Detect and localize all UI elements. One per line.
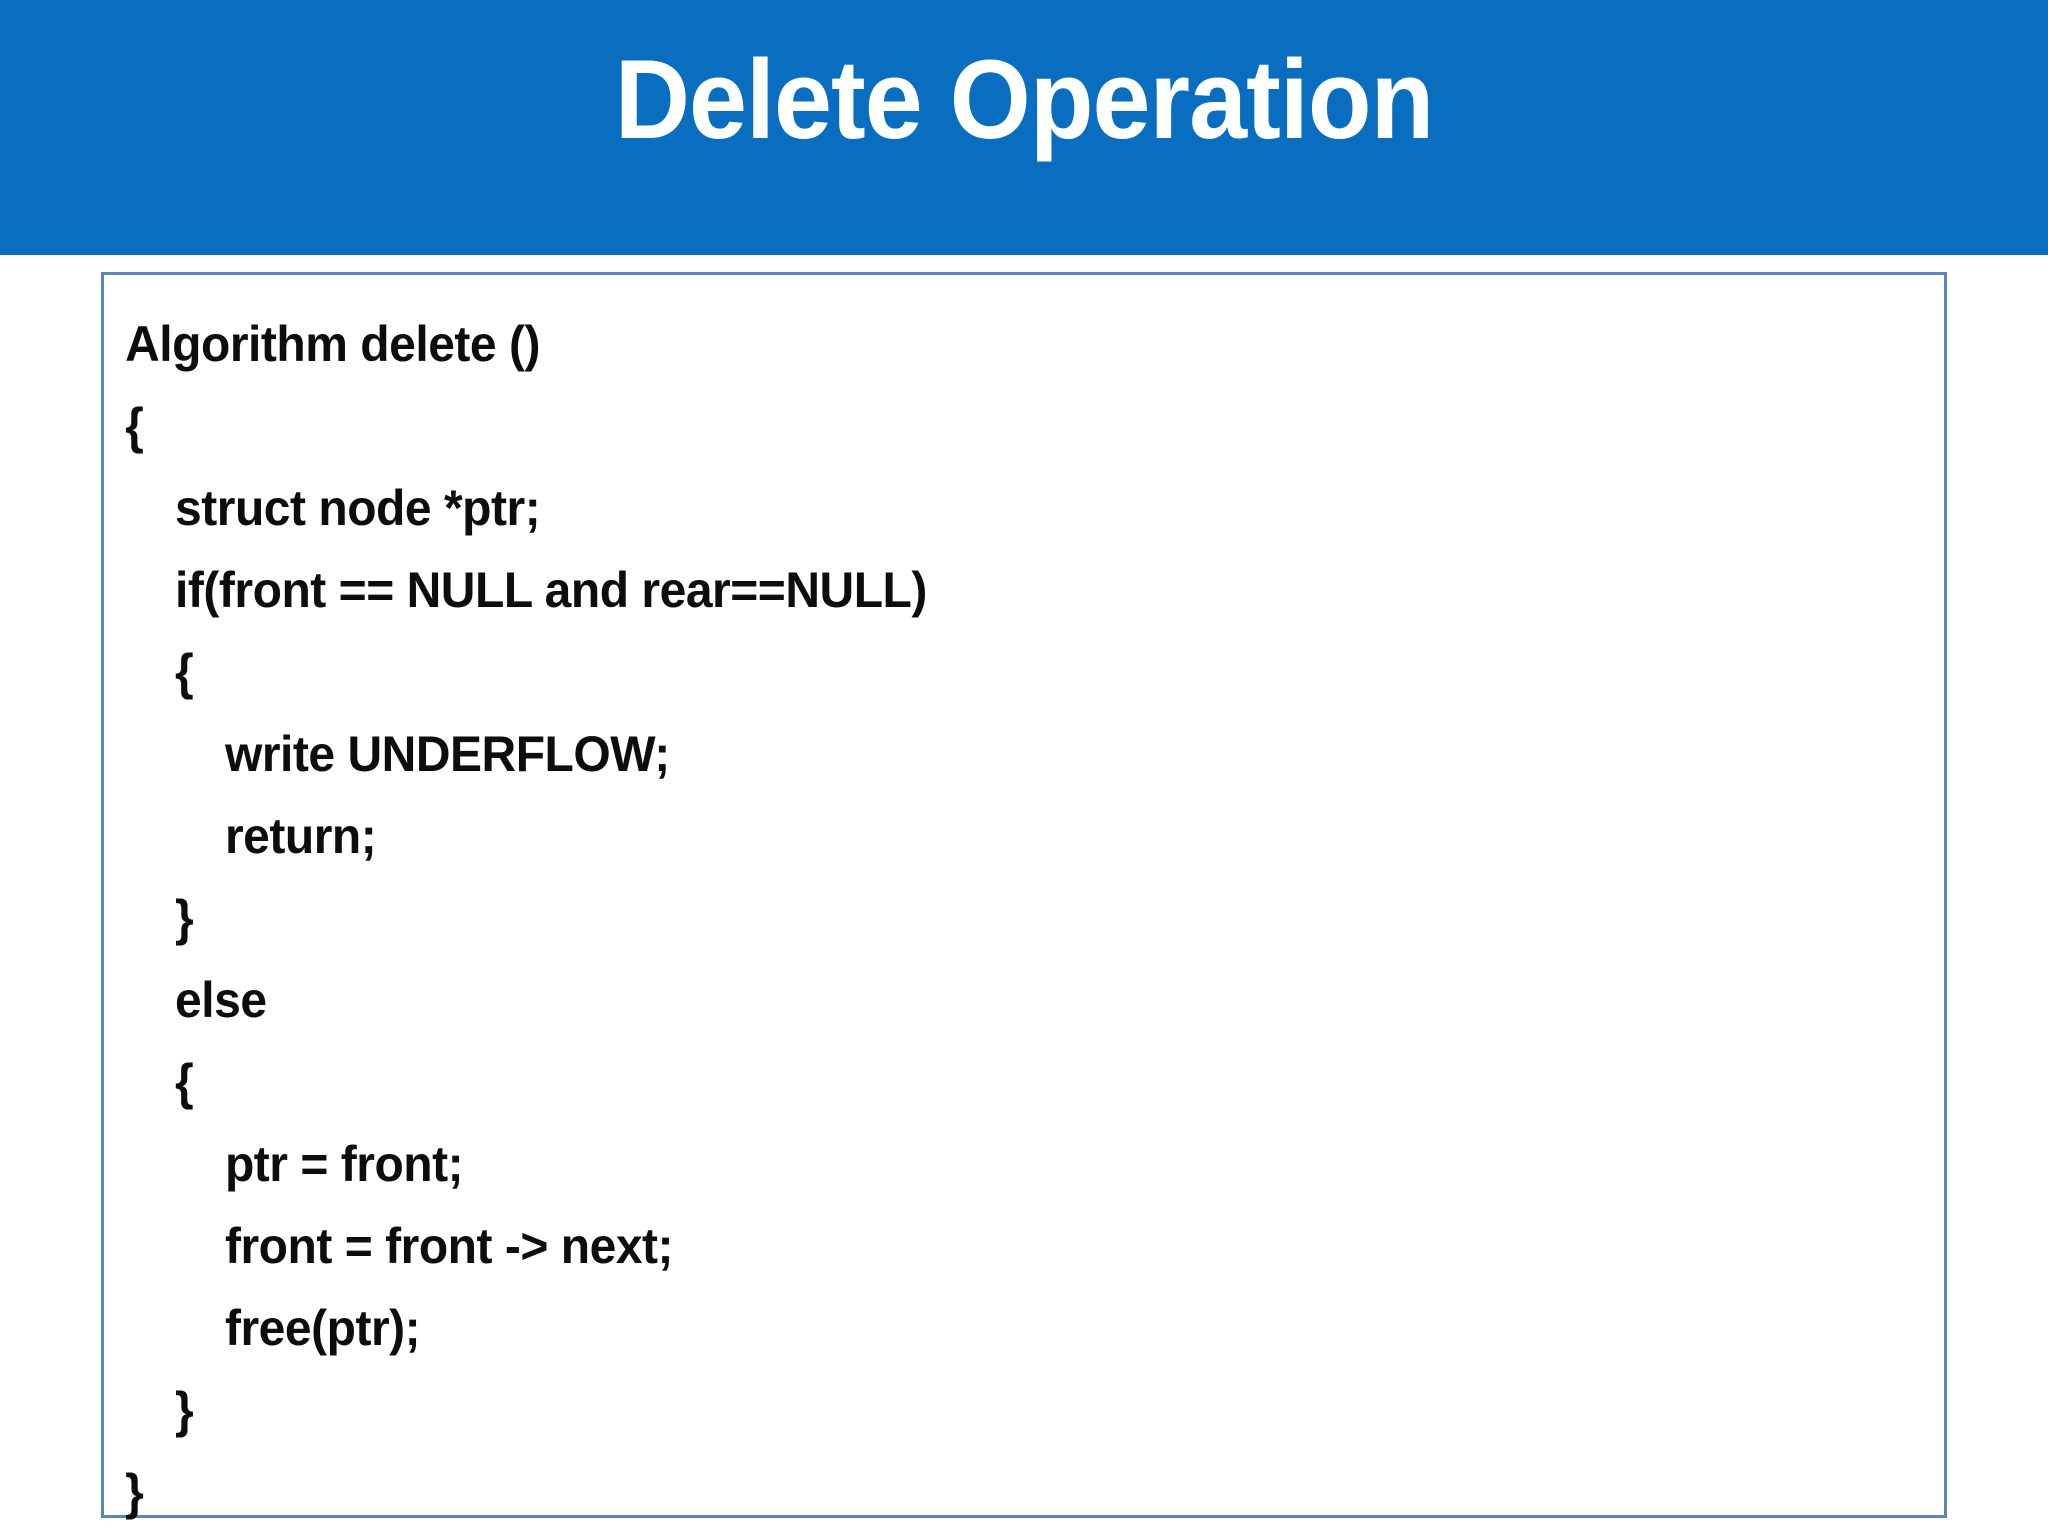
code-line: }: [125, 1464, 144, 1520]
code-line: {: [125, 398, 144, 454]
code-line: if(front == NULL and rear==NULL): [175, 562, 927, 618]
code-line: {: [175, 644, 194, 700]
title-banner: Delete Operation: [0, 0, 2048, 255]
code-line: else: [175, 972, 267, 1028]
code-line: }: [175, 890, 194, 946]
algorithm-code-block: Algorithm delete () { struct node *ptr; if(…: [104, 275, 1944, 1533]
code-line: write UNDERFLOW;: [224, 726, 670, 782]
code-line: {: [175, 1054, 194, 1110]
page-title: Delete Operation: [614, 37, 1435, 162]
code-line: ptr = front;: [224, 1136, 464, 1192]
code-line: }: [175, 1382, 194, 1438]
content-box: Algorithm delete () { struct node *ptr; if(…: [101, 272, 1947, 1520]
code-line: free(ptr);: [224, 1300, 421, 1356]
code-line: struct node *ptr;: [175, 480, 541, 536]
code-line: front = front -> next;: [224, 1218, 674, 1274]
code-line: Algorithm delete (): [125, 316, 541, 372]
code-line: return;: [224, 808, 377, 864]
